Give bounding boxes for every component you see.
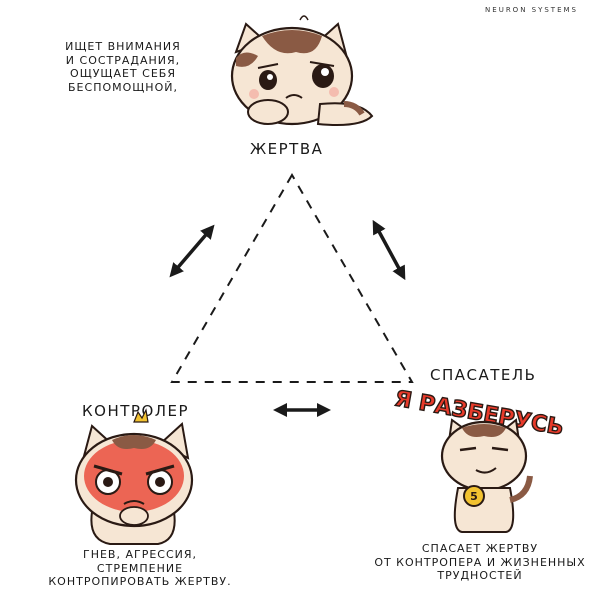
- drama-triangle: [170, 173, 414, 383]
- persecutor-label: КОНТРОЛЕР: [82, 402, 190, 420]
- victim-desc-line: ОЩУЩАЕТ СЕБЯ: [70, 67, 176, 80]
- victim-label: ЖЕРТВА: [250, 140, 324, 158]
- persecutor-description: ГНЕВ, АГРЕССИЯ, СТРЕМПЕНИЕ КОНТРОПИРОВАТ…: [20, 548, 260, 589]
- persecutor-desc-line: КОНТРОПИРОВАТЬ ЖЕРТВУ.: [48, 575, 232, 588]
- rescuer-desc-line: ТРУДНОСТЕЙ: [437, 569, 523, 582]
- victim-desc-line: БЕСПОМОЩНОЙ,: [68, 80, 178, 94]
- persecutor-desc-line: ГНЕВ, АГРЕССИЯ,: [82, 548, 198, 561]
- persecutor-desc-line: СТРЕМПЕНИЕ: [96, 561, 184, 575]
- victim-desc-line: И СОСТРАДАНИЯ,: [65, 53, 181, 67]
- victim-desc-line: ИЩЕТ ВНИМАНИЯ: [65, 40, 181, 53]
- rescuer-desc-line: СПАСАЕТ ЖЕРТВУ: [421, 542, 539, 555]
- victim-description: ИЩЕТ ВНИМАНИЯ И СОСТРАДАНИЯ, ОЩУЩАЕТ СЕБ…: [38, 40, 208, 94]
- rescuer-desc-line: ОТ КОНТРОПЕРА И ЖИЗНЕННЫХ: [374, 555, 586, 569]
- rescuer-cat-illustration: 5: [440, 418, 533, 533]
- rescuer-description: СПАСАЕТ ЖЕРТВУ ОТ КОНТРОПЕРА И ЖИЗНЕННЫХ…: [360, 542, 600, 583]
- coin-value: 5: [470, 490, 478, 503]
- brand-label: NEURON SYSTEMS: [485, 6, 578, 14]
- arrow-right-side: [372, 219, 406, 281]
- arrow-left-side: [169, 224, 215, 278]
- rescuer-label: СПАСАТЕЛЬ: [430, 366, 537, 384]
- victim-cat-illustration: [230, 15, 374, 126]
- persecutor-cat-illustration: [74, 408, 194, 545]
